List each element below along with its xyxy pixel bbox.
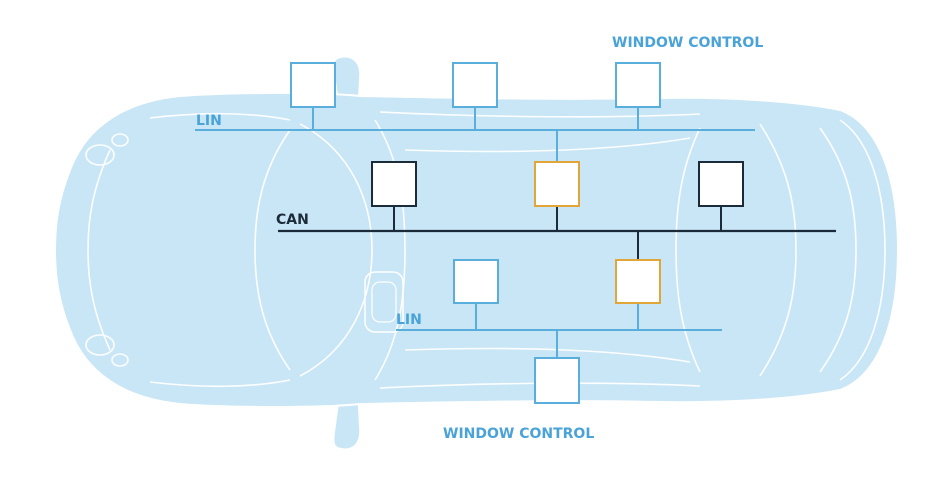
window-control-label-top: WINDOW CONTROL <box>612 35 763 51</box>
lin-node-bottom-2 <box>534 357 580 404</box>
can-bus <box>278 161 836 260</box>
lin-node-top-2 <box>452 62 498 108</box>
lin-bus-bottom <box>396 259 722 404</box>
lin-label-top: LIN <box>196 113 222 129</box>
car-top-view <box>53 56 900 450</box>
can-node-1 <box>371 161 417 207</box>
lin-bus-top <box>195 62 755 162</box>
gateway-node-bottom <box>615 259 661 304</box>
lin-node-bottom-1 <box>453 259 499 304</box>
car-body <box>53 92 900 408</box>
gateway-node-top <box>534 161 580 207</box>
lin-node-top-3 <box>615 62 661 108</box>
lin-node-top-1 <box>290 62 336 108</box>
can-label: CAN <box>276 212 309 228</box>
window-control-label-bottom: WINDOW CONTROL <box>443 426 594 442</box>
lin-label-bottom: LIN <box>396 312 422 328</box>
can-node-2 <box>698 161 744 207</box>
